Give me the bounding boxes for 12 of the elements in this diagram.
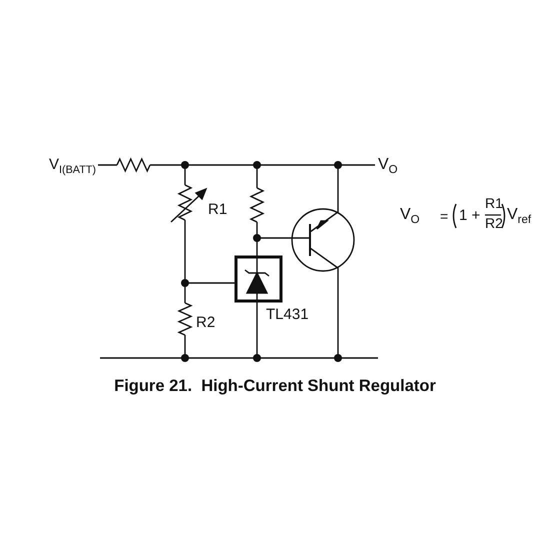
- component-label: V$_{I(BATT)}$: [49, 157, 96, 176]
- component-label: TL431: [266, 307, 309, 322]
- component-label: V$_{ref}$: [507, 207, 532, 227]
- component-label: R1: [485, 196, 503, 210]
- component-label: 1 +: [459, 208, 480, 223]
- component-label: V$_{O}$: [378, 157, 398, 177]
- figure-caption: Figure 21. High-Current Shunt Regulator: [113, 377, 437, 396]
- component-label: R2: [485, 216, 503, 230]
- component-label: R1: [208, 202, 228, 217]
- component-label: =: [440, 209, 448, 223]
- component-label: V$_{O}$: [400, 207, 420, 227]
- component-label: R2: [196, 315, 216, 330]
